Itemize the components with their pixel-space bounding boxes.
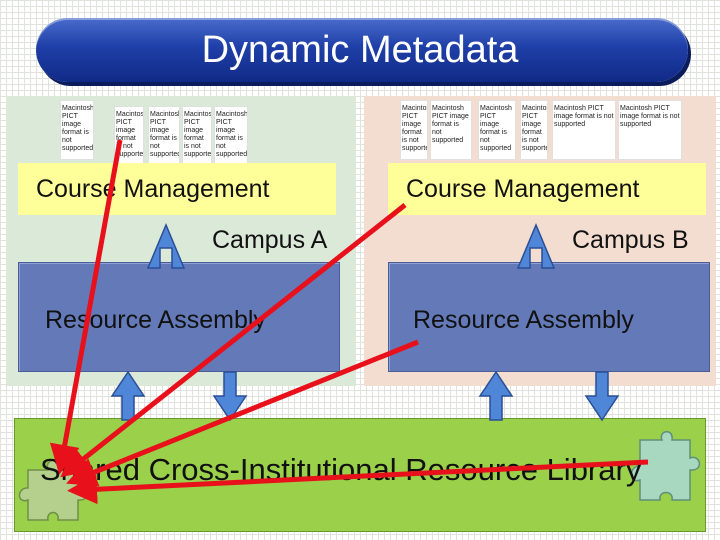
up-arrow-icon: [146, 223, 186, 269]
title-banner: [36, 18, 688, 82]
thumbnail-image: Macintosh PICT image format is not suppo…: [60, 100, 94, 160]
campus-b-label: Campus B: [572, 226, 689, 254]
page-title: Dynamic Metadata: [201, 29, 519, 71]
thumbnail-image: Macintosh PICT image format is not suppo…: [618, 100, 682, 160]
resource-assembly-b: Resource Assembly: [388, 262, 710, 372]
puzzle-piece-icon: [630, 431, 701, 501]
down-arrow-icon: [584, 371, 620, 422]
thumbnail-image: Macintosh PICT image format is not suppo…: [182, 106, 212, 166]
annotation-arrow: [60, 203, 407, 478]
annotation-arrow: [67, 459, 649, 505]
thumbnail-image: Macintosh PICT image format is not suppo…: [430, 100, 472, 160]
annotation-arrow: [49, 139, 123, 475]
course-management-a: Course Management: [18, 163, 336, 215]
resource-assembly-a: Resource Assembly: [18, 262, 340, 372]
down-arrow-icon: [212, 371, 248, 422]
thumbnail-image: Macintosh PICT image format is not suppo…: [478, 100, 516, 160]
thumbnail-image: Macintosh PICT image format is not suppo…: [552, 100, 616, 160]
up-arrow-icon: [478, 370, 514, 421]
annotation-arrow: [66, 339, 419, 487]
thumbnail-image: Macintosh PICT image format is not suppo…: [214, 106, 248, 166]
thumbnail-image: Macintosh PICT image format is not suppo…: [400, 100, 428, 160]
campus-a-label: Campus A: [212, 226, 328, 254]
thumbnail-image: Macintosh PICT image format is not suppo…: [148, 106, 180, 166]
up-arrow-icon: [516, 223, 556, 269]
thumbnail-image: Macintosh PICT image format is not suppo…: [520, 100, 548, 160]
course-management-b: Course Management: [388, 163, 706, 215]
thumbnail-image: Macintosh PICT image format is not suppo…: [114, 106, 144, 166]
up-arrow-icon: [110, 370, 146, 421]
